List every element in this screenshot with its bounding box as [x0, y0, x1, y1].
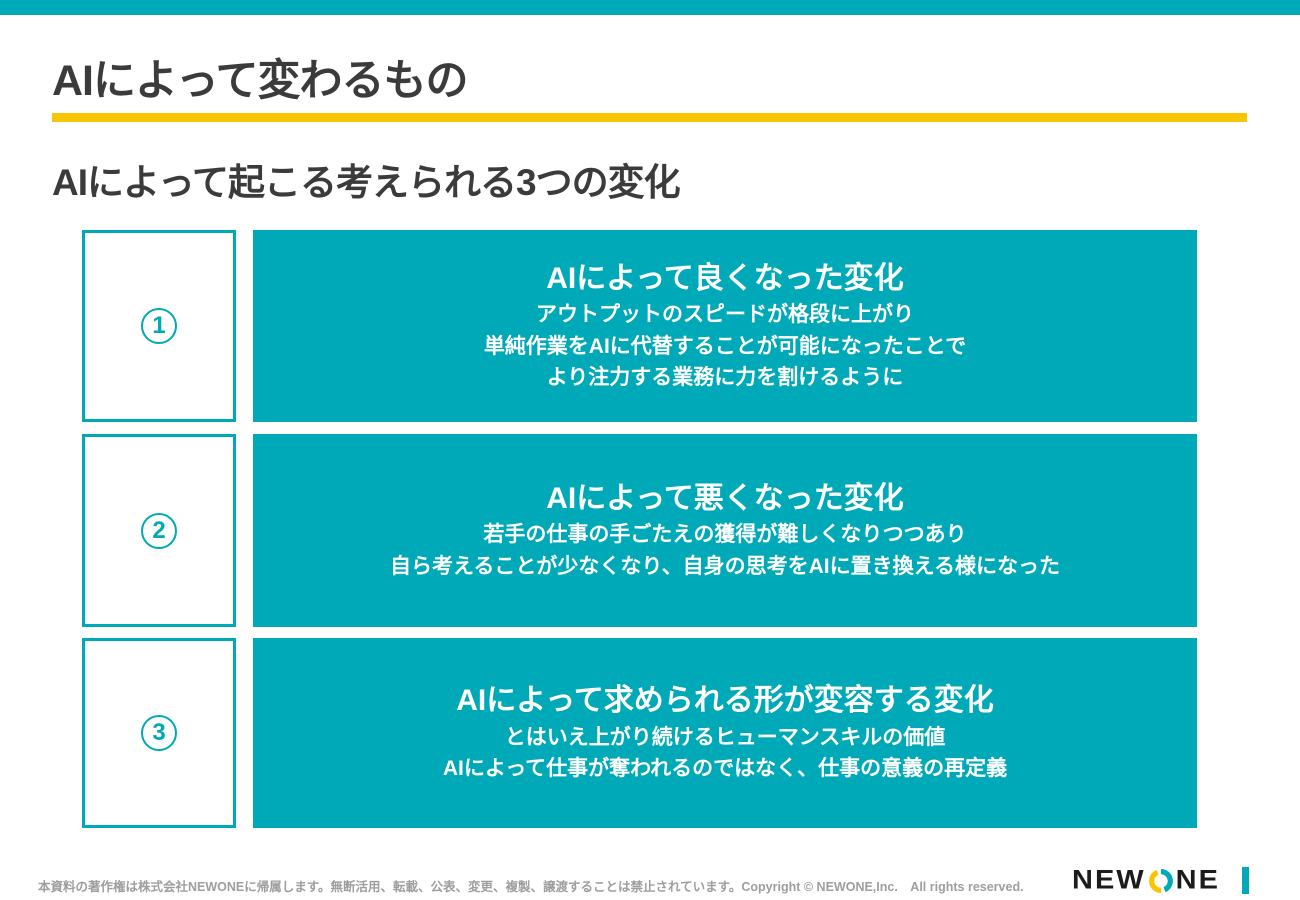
number-1-label: 1 [152, 312, 166, 339]
content-heading-2: AIによって悪くなった変化 [546, 481, 904, 515]
circled-number-1: 1 [141, 308, 177, 344]
circled-number-2: 2 [141, 512, 177, 549]
logo-text-ne: NE [1175, 865, 1220, 895]
change-row-2: 2 AIによって悪くなった変化 若手の仕事の手ごたえの獲得が難しくなりつつあり … [0, 434, 1300, 627]
content-line: AIによって仕事が奪われるのではなく、仕事の意義の再定義 [442, 757, 1008, 781]
content-line: とはいえ上がり続けるヒューマンスキルの価値 [504, 725, 946, 749]
content-line: より注力する業務に力を割けるように [546, 366, 904, 389]
page-title: AIによって変わるもの [52, 57, 469, 105]
number-box-1: 1 [82, 230, 236, 422]
content-heading-3: AIによって求められる形が変容する変化 [456, 684, 994, 718]
content-box-2: AIによって悪くなった変化 若手の仕事の手ごたえの獲得が難しくなりつつあり 自ら… [253, 434, 1197, 627]
change-row-1: 1 AIによって良くなった変化 アウトプットのスピードが格段に上がり 単純作業を… [0, 230, 1300, 422]
number-box-3: 3 [82, 638, 236, 828]
logo-accent-bar [1241, 867, 1249, 894]
newone-logo: NEW NE [1072, 866, 1249, 895]
copyright-text: 本資料の著作権は株式会社NEWONEに帰属します。無断活用、転載、公表、変更、複… [38, 880, 1024, 894]
number-2-label: 2 [152, 516, 166, 544]
title-underline [52, 113, 1247, 122]
change-row-3: 3 AIによって求められる形が変容する変化 とはいえ上がり続けるヒューマンスキル… [0, 638, 1300, 828]
content-box-3: AIによって求められる形が変容する変化 とはいえ上がり続けるヒューマンスキルの価… [253, 638, 1197, 828]
content-heading-1: AIによって良くなった変化 [546, 261, 904, 295]
content-line: 若手の仕事の手ごたえの獲得が難しくなりつつあり [483, 523, 967, 547]
top-accent-bar [0, 0, 1300, 15]
number-box-2: 2 [82, 434, 236, 627]
content-line: 自ら考えることが少なくなり、自身の思考をAIに置き換える様になった [390, 554, 1060, 578]
content-box-1: AIによって良くなった変化 アウトプットのスピードが格段に上がり 単純作業をAI… [253, 230, 1197, 422]
content-line: アウトプットのスピードが格段に上がり [536, 303, 914, 326]
page-subtitle: AIによって起こる考えられる3つの変化 [52, 162, 681, 203]
number-3-label: 3 [152, 719, 166, 746]
logo-text-new: NEW [1072, 865, 1146, 895]
content-line: 単純作業をAIに代替することが可能になったことで [483, 334, 967, 358]
circled-number-3: 3 [141, 715, 177, 751]
logo-o-ring-icon [1148, 868, 1173, 893]
